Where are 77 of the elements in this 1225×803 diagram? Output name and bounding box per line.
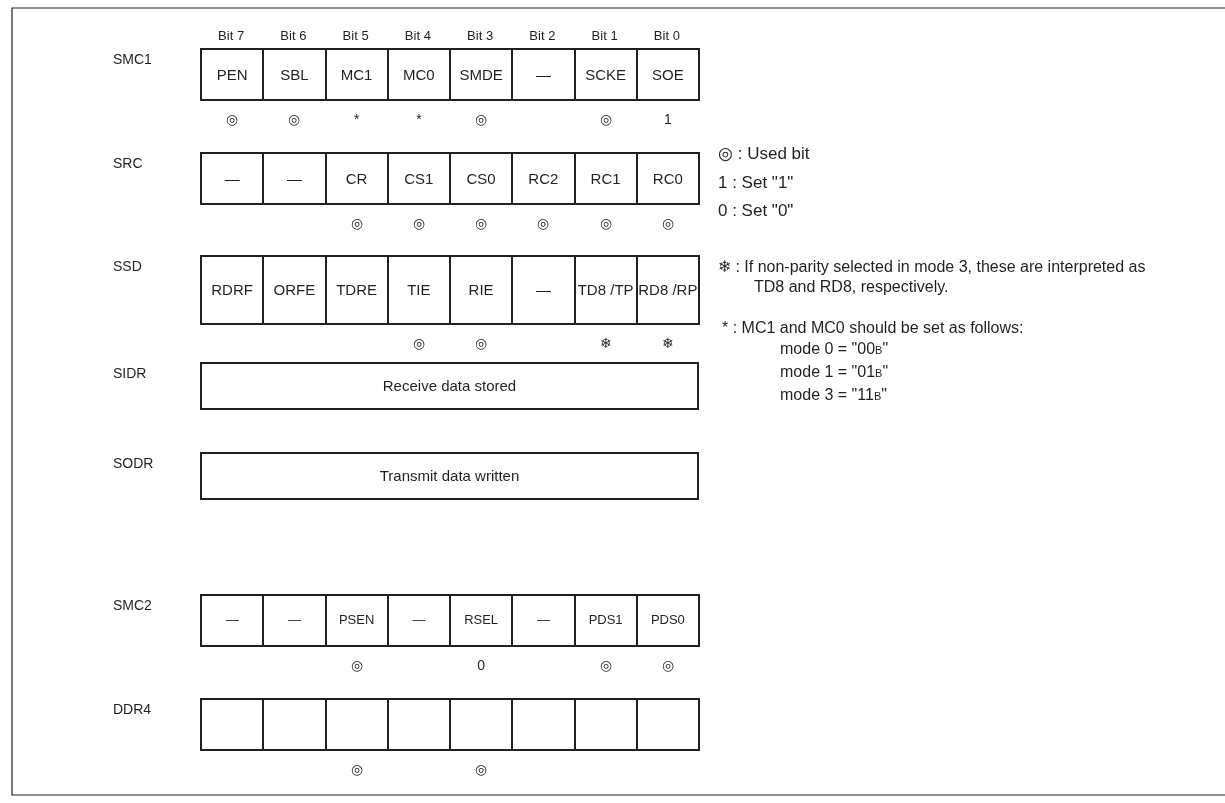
register-name: SIDR bbox=[113, 365, 147, 381]
note-text: 1 : Set "1" bbox=[718, 173, 794, 193]
bit-mark: 1 bbox=[662, 111, 673, 127]
note-text: ◎ : Used bit bbox=[718, 144, 810, 164]
bit-mark: ◎ bbox=[349, 215, 364, 231]
note-text: * : MC1 and MC0 should be set as follows: bbox=[722, 318, 1025, 338]
bit-mark: ◎ bbox=[411, 215, 426, 231]
bit-mark: ◎ bbox=[411, 335, 426, 351]
bit-field: SMDE bbox=[449, 48, 514, 101]
register-name: SMC1 bbox=[113, 51, 152, 67]
bit-field: RC0 bbox=[635, 152, 700, 205]
bit-number: Bit 5 bbox=[341, 27, 370, 45]
bit-mark: ◎ bbox=[349, 657, 364, 673]
bit-number: Bit 3 bbox=[466, 27, 495, 45]
bit-field: SOE bbox=[635, 48, 700, 101]
bit-mark: ◎ bbox=[349, 761, 364, 777]
bit-field: PEN bbox=[200, 48, 265, 101]
bit-field: CS0 bbox=[449, 152, 514, 205]
note-text: 0 : Set "0" bbox=[718, 201, 794, 221]
bit-mark: * bbox=[415, 111, 423, 127]
register-name: SMC2 bbox=[113, 597, 152, 613]
bit-field: PSEN bbox=[324, 594, 389, 647]
bit-number: Bit 6 bbox=[279, 27, 308, 45]
bit-field: PDS0 bbox=[635, 594, 700, 647]
bit-mark: ◎ bbox=[474, 335, 489, 351]
bit-field: — bbox=[511, 48, 576, 101]
bit-field: SCKE bbox=[573, 48, 638, 101]
bit-mark: ◎ bbox=[660, 657, 675, 673]
bit-field: — bbox=[262, 152, 327, 205]
bit-field: SBL bbox=[262, 48, 327, 101]
bit-mark: ◎ bbox=[598, 215, 613, 231]
bit-field: RC1 bbox=[573, 152, 638, 205]
bit-field: RSEL bbox=[449, 594, 514, 647]
bit-mark: ◎ bbox=[474, 111, 489, 127]
bit-number: Bit 2 bbox=[528, 27, 557, 45]
bit-number: Bit 0 bbox=[652, 27, 681, 45]
bit-field: RDRF bbox=[200, 255, 265, 325]
bit-field: CR bbox=[324, 152, 389, 205]
bit-field: — bbox=[386, 594, 451, 647]
bit-mark: * bbox=[352, 111, 361, 127]
bit-field: TD8 /TP bbox=[573, 255, 638, 325]
bit-field: — bbox=[200, 594, 265, 647]
bit-field: TDRE bbox=[324, 255, 389, 325]
bit-field: RC2 bbox=[511, 152, 576, 205]
bit-field: MC0 bbox=[386, 48, 451, 101]
bit-field: TIE bbox=[386, 255, 451, 325]
bit-field: RIE bbox=[449, 255, 514, 325]
bit-mark: ◎ bbox=[474, 761, 489, 777]
register-data-field: Receive data stored bbox=[200, 362, 699, 410]
bit-mark: ❄ bbox=[660, 335, 675, 351]
bit-field: CS1 bbox=[386, 152, 451, 205]
bit-mark: ◎ bbox=[474, 215, 489, 231]
bit-mark: ◎ bbox=[225, 111, 240, 127]
bit-field: — bbox=[511, 255, 576, 325]
bit-mark: ◎ bbox=[598, 657, 613, 673]
register-name: SSD bbox=[113, 258, 142, 274]
bit-mark: 0 bbox=[476, 657, 486, 673]
bit-mark: ◎ bbox=[598, 111, 613, 127]
register-name: SODR bbox=[113, 455, 154, 471]
bit-mark: ◎ bbox=[660, 215, 675, 231]
bit-field: MC1 bbox=[324, 48, 389, 101]
bit-mark: ◎ bbox=[536, 215, 551, 231]
bit-field: ORFE bbox=[262, 255, 327, 325]
bit-number: Bit 7 bbox=[217, 27, 246, 45]
register-name: SRC bbox=[113, 155, 143, 171]
bit-number: Bit 1 bbox=[590, 27, 619, 45]
bit-mark: ◎ bbox=[287, 111, 302, 127]
bit-field: — bbox=[262, 594, 327, 647]
bit-mark: ❄ bbox=[598, 335, 613, 351]
bit-field: — bbox=[200, 152, 265, 205]
bit-field: PDS1 bbox=[573, 594, 638, 647]
bit-field: RD8 /RP bbox=[635, 255, 700, 325]
bit-number: Bit 4 bbox=[403, 27, 432, 45]
register-name: DDR4 bbox=[113, 701, 152, 717]
bit-field: — bbox=[511, 594, 576, 647]
note-text: ❄ : If non-parity selected in mode 3, these are interpreted as TD8 and RD8, respectively. bbox=[718, 257, 1147, 297]
register-data-field: Transmit data written bbox=[200, 452, 699, 500]
